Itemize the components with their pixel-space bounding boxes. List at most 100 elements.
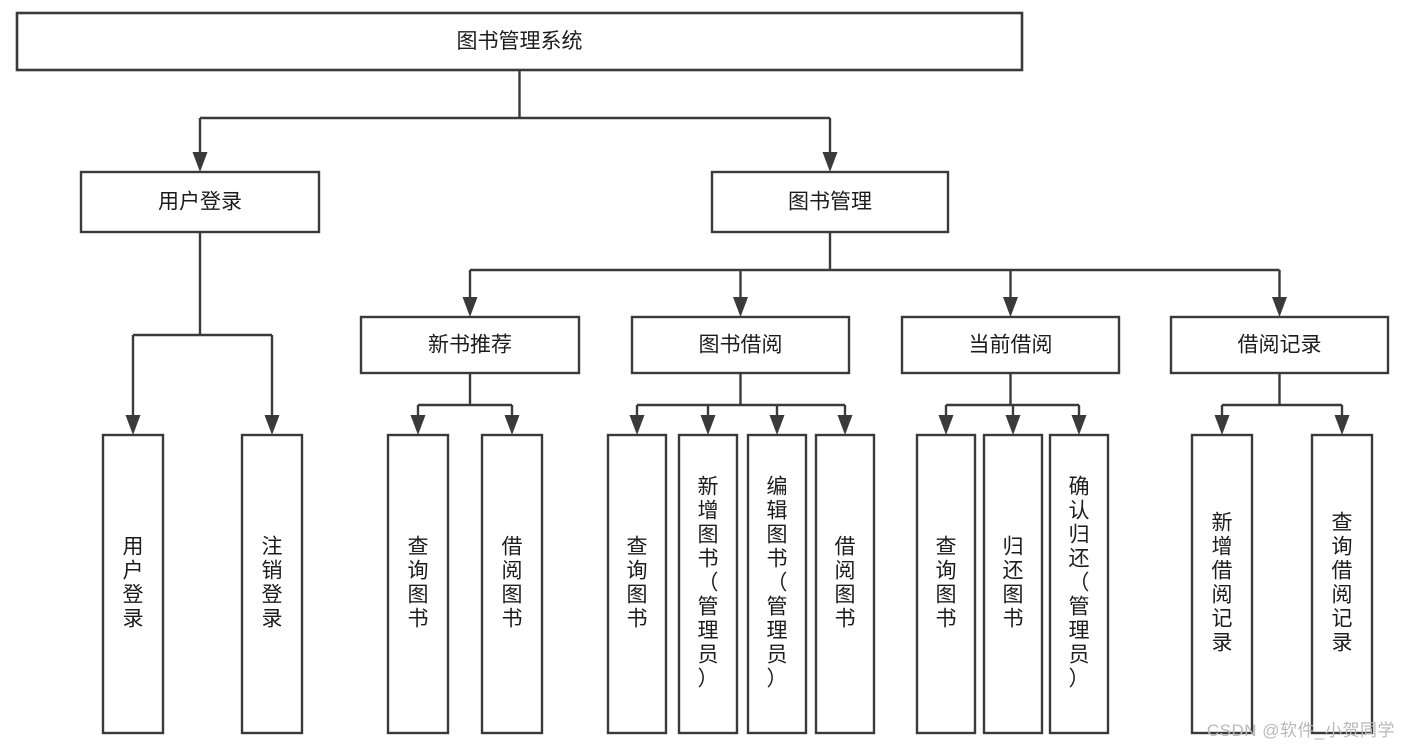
node-label-char: 增 — [1212, 536, 1233, 559]
node-root[interactable]: 图书管理系统 — [15, 11, 1024, 72]
node-label-char: 借 — [1332, 560, 1353, 583]
node-label-char: 用 — [123, 536, 144, 559]
node-borrow-record[interactable]: 借阅记录 — [1169, 315, 1390, 375]
arrow-head-icon — [125, 415, 141, 435]
edge-record-to-leaves — [1214, 373, 1350, 435]
arrow-head-icon — [938, 415, 954, 435]
node-label-char: 还 — [1069, 548, 1090, 571]
node-label-char: 新 — [1212, 512, 1233, 535]
node-box[interactable] — [1190, 433, 1254, 735]
node-label-char: 图 — [502, 584, 523, 607]
node-box[interactable] — [480, 433, 544, 735]
node-label-char: 图 — [408, 584, 429, 607]
node-box[interactable] — [710, 170, 950, 234]
node-box[interactable] — [1169, 315, 1390, 375]
node-box[interactable] — [630, 315, 851, 375]
node-layer: 图书管理系统用户登录图书管理新书推荐图书借阅当前借阅借阅记录用户登录注销登录查询… — [15, 11, 1390, 735]
node-label-char: 询 — [627, 560, 648, 583]
edge-current-to-leaves — [938, 373, 1087, 435]
node-box[interactable] — [15, 11, 1024, 72]
node-label-char: （ — [767, 572, 788, 595]
node-label-char: 理 — [767, 620, 788, 643]
node-label-char: 借 — [502, 536, 523, 559]
node-box[interactable] — [915, 433, 977, 735]
node-book-manage[interactable]: 图书管理 — [710, 170, 950, 234]
node-label-char: 确 — [1069, 476, 1090, 499]
arrow-head-icon — [264, 415, 280, 435]
node-box[interactable] — [79, 170, 321, 234]
node-label-char: 书 — [936, 608, 957, 631]
node-label-char: 图 — [627, 584, 648, 607]
node-label-char: 销 — [262, 560, 283, 583]
node-label-char: 查 — [936, 536, 957, 559]
node-box[interactable] — [606, 433, 668, 735]
node-box[interactable] — [1310, 433, 1374, 735]
node-label-char: 书 — [835, 608, 856, 631]
node-label: 图书管理系统 — [457, 30, 583, 53]
node-new-book-recommend[interactable]: 新书推荐 — [359, 315, 581, 375]
edge-borrow-to-leaves — [629, 373, 853, 435]
node-label-char: 增 — [698, 500, 719, 523]
node-label-char: 登 — [123, 584, 144, 607]
edge-root-to-level1 — [192, 70, 838, 172]
node-box[interactable] — [359, 315, 581, 375]
node-leaf-user-login[interactable]: 用户登录 — [101, 433, 165, 735]
node-label-char: 管 — [698, 596, 719, 619]
node-label-char: 录 — [1332, 632, 1353, 655]
node-label-char: 录 — [262, 608, 283, 631]
node-box[interactable] — [101, 433, 165, 735]
node-box[interactable] — [1048, 433, 1110, 735]
node-box[interactable] — [677, 433, 739, 735]
node-label: 用户登录 — [158, 191, 242, 214]
node-current-borrow[interactable]: 当前借阅 — [900, 315, 1121, 375]
node-label-char: 编 — [767, 476, 788, 499]
node-label-char: 查 — [627, 536, 648, 559]
node-label-char: ） — [698, 668, 719, 691]
node-box[interactable] — [386, 433, 450, 735]
node-book-borrow[interactable]: 图书借阅 — [630, 315, 851, 375]
edge-book-manage-to-level2 — [462, 232, 1287, 317]
watermark-label: CSDN @软件_小贺同学 — [1206, 721, 1395, 740]
node-label-char: 归 — [1003, 536, 1024, 559]
node-user-login[interactable]: 用户登录 — [79, 170, 321, 234]
arrow-head-icon — [504, 415, 520, 435]
arrow-head-icon — [1334, 415, 1350, 435]
node-label-char: 阅 — [1332, 584, 1353, 607]
node-label-char: 理 — [698, 620, 719, 643]
node-label-char: 管 — [767, 596, 788, 619]
node-label-char: 询 — [936, 560, 957, 583]
arrow-head-icon — [462, 297, 478, 317]
node-label-char: 书 — [408, 608, 429, 631]
node-label: 借阅记录 — [1238, 334, 1322, 357]
node-box[interactable] — [746, 433, 808, 735]
node-box[interactable] — [982, 433, 1044, 735]
node-label-char: 新 — [698, 476, 719, 499]
node-box[interactable] — [240, 433, 304, 735]
node-box[interactable] — [814, 433, 876, 735]
arrow-head-icon — [700, 415, 716, 435]
arrow-head-icon — [822, 152, 838, 172]
node-label-char: 询 — [408, 560, 429, 583]
node-label-char: 还 — [1003, 560, 1024, 583]
node-label-char: （ — [698, 572, 719, 595]
node-box[interactable] — [900, 315, 1121, 375]
